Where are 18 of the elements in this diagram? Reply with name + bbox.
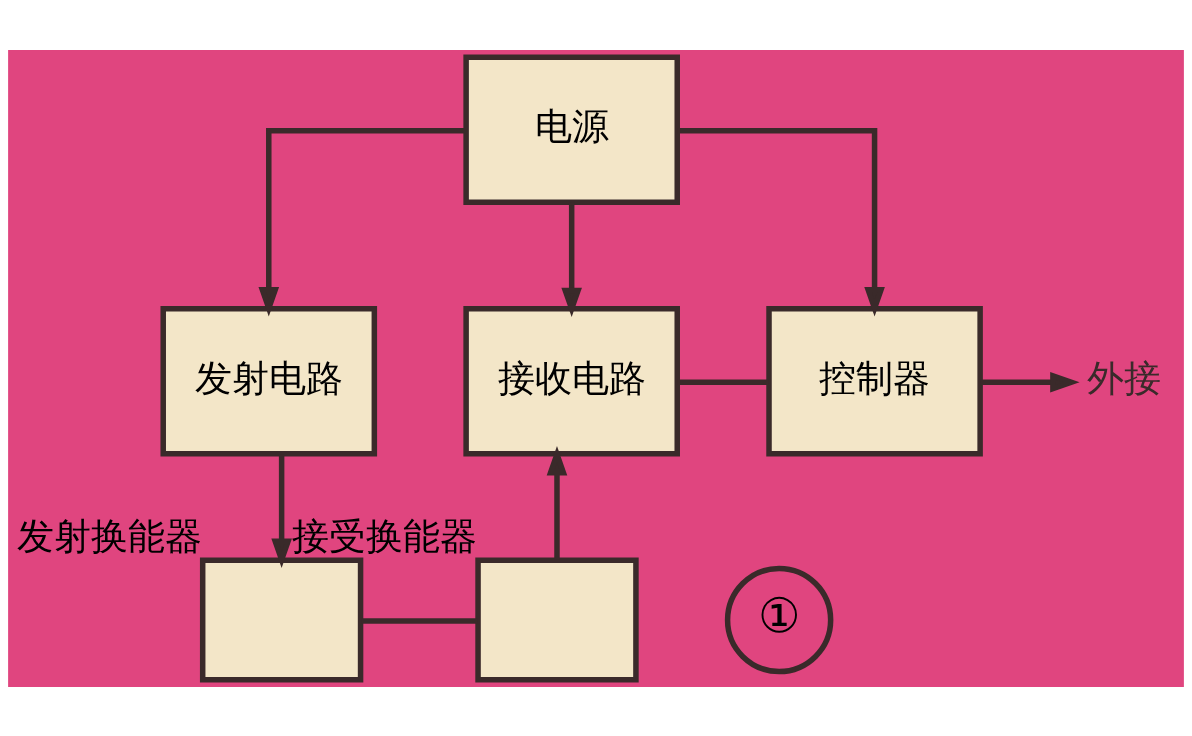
arrow	[258, 127, 466, 317]
arrow	[677, 127, 885, 317]
label: ①	[757, 587, 801, 643]
arrow	[546, 445, 568, 560]
connector	[361, 617, 478, 624]
node-label: 发射换能器	[16, 514, 202, 558]
node-box: 控制器	[766, 305, 983, 457]
node-box: 接收电路	[463, 305, 680, 457]
node-text: 外接	[1087, 356, 1162, 400]
node-label: 接受换能器	[291, 514, 477, 558]
arrow	[561, 202, 582, 317]
connector	[677, 379, 769, 385]
arrow	[980, 371, 1080, 393]
node-box	[475, 557, 639, 682]
node-box: 电源	[463, 54, 680, 205]
node-box: 发射电路	[160, 305, 378, 457]
arrow	[271, 453, 292, 568]
node-box	[199, 557, 364, 682]
